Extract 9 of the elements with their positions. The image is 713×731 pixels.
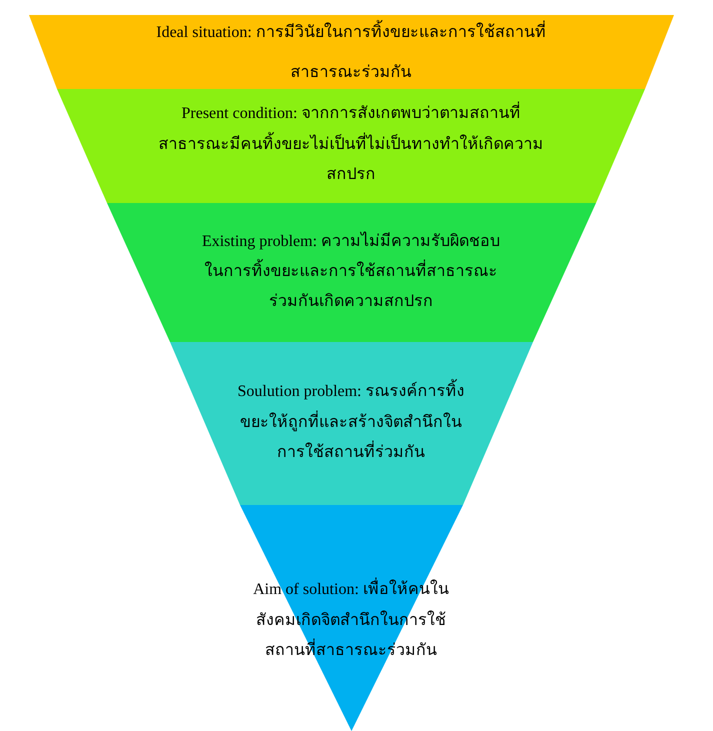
funnel-band — [240, 505, 463, 731]
band-text: Present condition: จากการสังเกตพบว่าตามสถานที่สาธารณะมีคนทิ้งขยะไม่เป็นที่ไม่เป็นทางทำให้เกิดความสกปรก — [156, 99, 546, 190]
band-text: Existing problem: ความไม่มีความรับผิดชอบในการทิ้งขยะและการใช้สถานที่สาธารณะร่วมกันเกิดความสกปรก — [200, 230, 502, 312]
band-text: Soulution problem: รณรงค์การทิ้งขยะให้ถูกที่และสร้างจิตสำนึกในการใช้สถานที่ร่วมกัน — [233, 377, 469, 468]
funnel-band — [29, 15, 674, 89]
band-text: Ideal situation: การมีวินัยในการทิ้งขยะและการใช้สถานที่สาธารณะร่วมกัน — [146, 13, 556, 93]
funnel-band — [57, 89, 645, 203]
funnel-band — [107, 203, 596, 342]
funnel-band — [170, 342, 533, 505]
